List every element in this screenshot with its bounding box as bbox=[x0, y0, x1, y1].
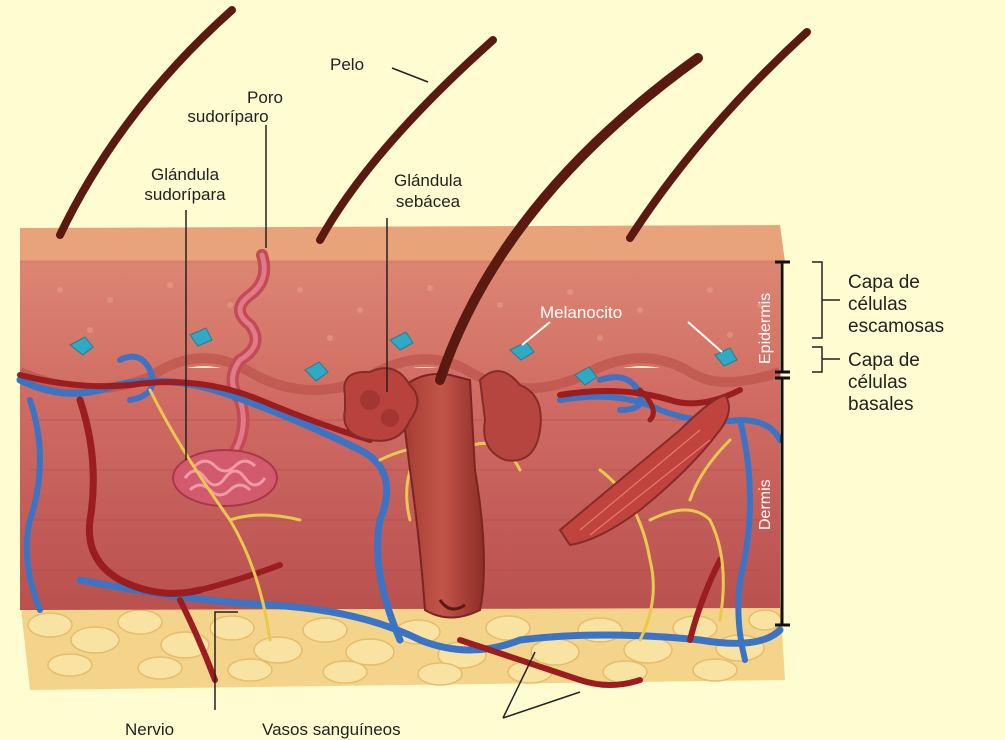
label-epidermis: Epidermis bbox=[757, 293, 774, 364]
label-capa-escamosas-line1: Capa de bbox=[848, 272, 920, 293]
label-poro-line1: Poro bbox=[247, 88, 283, 107]
label-capa-escamosas-line3: escamosas bbox=[848, 316, 944, 337]
label-capa-basales-line2: células bbox=[848, 372, 907, 393]
label-glandula-sebacea-line1: Glándula bbox=[394, 171, 463, 190]
label-glandula-sudoripara-line2: sudorípara bbox=[144, 185, 226, 204]
label-pelo: Pelo bbox=[330, 55, 364, 74]
label-vasos-sanguineos: Vasos sanguíneos bbox=[262, 720, 401, 739]
label-nervio: Nervio bbox=[125, 720, 174, 739]
label-capa-escamosas-line2: células bbox=[848, 294, 907, 315]
label-poro-line2: sudoríparo bbox=[187, 107, 268, 126]
label-capa-basales-line1: Capa de bbox=[848, 350, 920, 371]
label-glandula-sudoripara-line1: Glándula bbox=[151, 165, 220, 184]
label-dermis: Dermis bbox=[757, 479, 774, 530]
label-melanocito: Melanocito bbox=[540, 303, 622, 322]
label-capa-basales-line3: basales bbox=[848, 394, 914, 415]
skin-surface bbox=[20, 225, 785, 262]
fat-layer bbox=[20, 600, 785, 690]
label-glandula-sebacea-line2: sebácea bbox=[396, 192, 461, 211]
